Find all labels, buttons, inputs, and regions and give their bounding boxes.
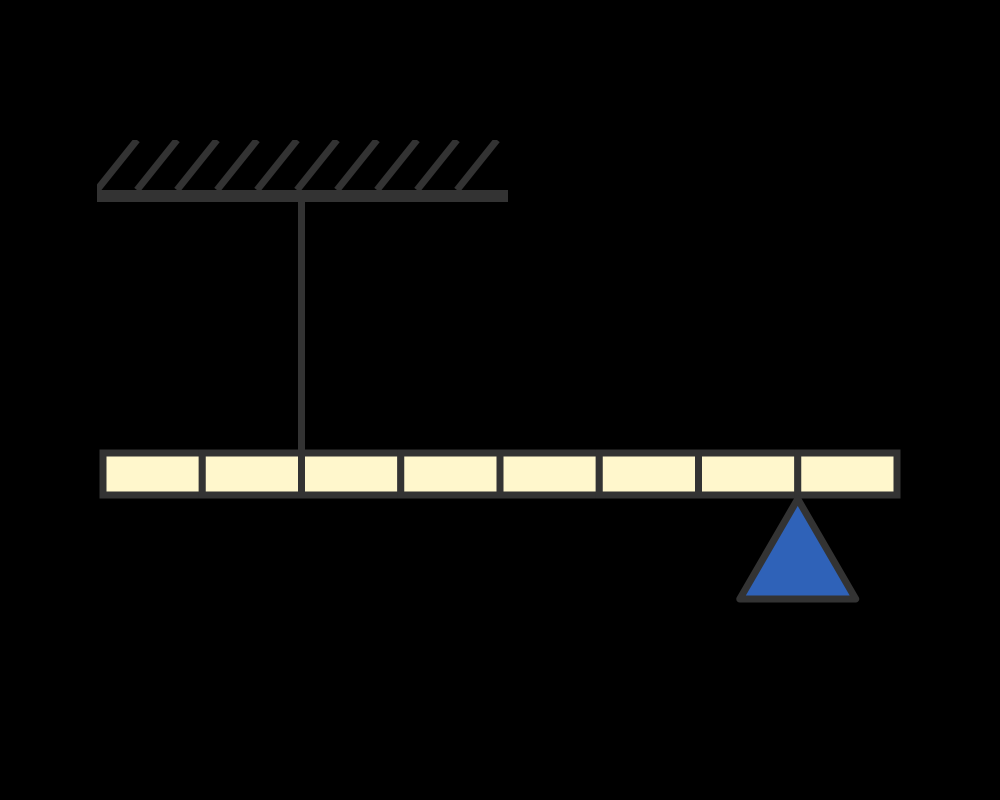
hatch-line: [294, 140, 340, 192]
hatch-line: [174, 140, 220, 192]
ceiling-bar: [97, 190, 508, 202]
beam-segment: [99, 449, 206, 499]
beam-segment: [695, 449, 802, 499]
beam: [99, 449, 901, 499]
beam-segment: [595, 449, 702, 499]
hatch-line: [414, 140, 460, 192]
beam-segment: [496, 449, 603, 499]
beam-segment: [198, 449, 305, 499]
beam-segment: [794, 449, 901, 499]
pivot-triangle-support: [736, 495, 860, 603]
hatch-line: [334, 140, 380, 192]
hatch-line: [97, 140, 140, 192]
beam-segment: [298, 449, 405, 499]
hatch-line: [454, 140, 500, 192]
hatch-line: [254, 140, 300, 192]
hatch-line: [374, 140, 420, 192]
ceiling-support: [97, 140, 508, 202]
beam-segment: [397, 449, 504, 499]
hatch-line: [134, 140, 180, 192]
ceiling-hatching: [97, 140, 500, 192]
hatch-line: [214, 140, 260, 192]
